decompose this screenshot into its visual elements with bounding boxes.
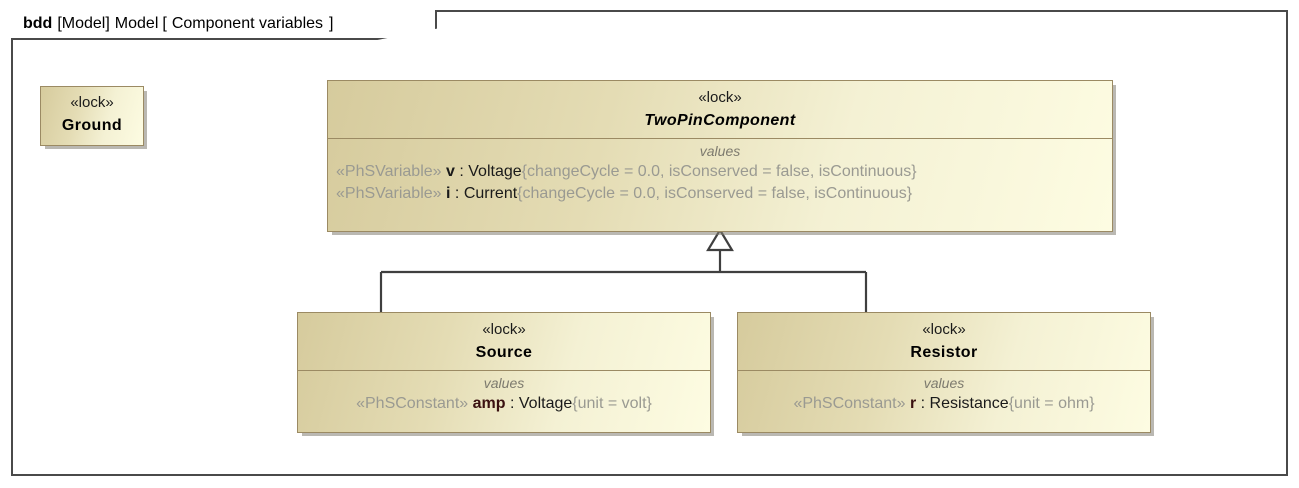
diagram-name-label: Component variables xyxy=(171,15,324,32)
block-resistor-values-label: values xyxy=(923,375,965,391)
property-separator: : xyxy=(454,163,469,180)
block-source-divider xyxy=(298,370,710,371)
block-ground-header: «lock» Ground xyxy=(41,87,143,143)
property-constraint: {changeCycle = 0.0, isConserved = false,… xyxy=(517,185,913,202)
property-type: Current xyxy=(463,185,518,202)
block-ground[interactable]: «lock» Ground xyxy=(40,86,144,146)
property-separator: : xyxy=(450,185,464,202)
block-resistor-name: Resistor xyxy=(910,344,978,361)
property-row[interactable]: «PhSVariable» i : Current{changeCycle = … xyxy=(334,183,1106,205)
block-twopincomponent-header: «lock» TwoPinComponent xyxy=(328,81,1112,138)
block-source[interactable]: «lock» Source values «PhSConstant» amp :… xyxy=(297,312,711,433)
property-constraint: {changeCycle = 0.0, isConserved = false,… xyxy=(521,163,917,180)
block-resistor-header: «lock» Resistor xyxy=(738,313,1150,370)
property-stereotype: «PhSConstant» xyxy=(793,395,906,412)
block-resistor-divider xyxy=(738,370,1150,371)
block-twopincomponent-stereotype: «lock» xyxy=(698,89,742,106)
block-source-values-compartment: values «PhSConstant» amp : Voltage{unit … xyxy=(298,371,710,420)
property-constraint: {unit = ohm} xyxy=(1008,395,1095,412)
diagram-kind-label: bdd xyxy=(23,15,53,32)
block-source-values-label: values xyxy=(483,375,525,391)
property-name: amp xyxy=(472,395,506,412)
property-separator: : xyxy=(916,395,930,412)
property-stereotype: «PhSConstant» xyxy=(356,395,469,412)
property-type: Voltage xyxy=(468,163,522,180)
property-row[interactable]: «PhSVariable» v : Voltage{changeCycle = … xyxy=(334,161,1106,183)
diagram-frame-title-tab[interactable]: bdd [Model] Model [ Component variables … xyxy=(11,10,437,40)
diagram-scope-label: [Model] xyxy=(57,15,110,32)
property-row[interactable]: «PhSConstant» amp : Voltage{unit = volt} xyxy=(304,393,704,415)
block-twopincomponent-divider xyxy=(328,138,1112,139)
property-stereotype: «PhSVariable» xyxy=(336,163,442,180)
property-name: r xyxy=(909,395,917,412)
property-separator: : xyxy=(505,395,519,412)
block-twopincomponent-name: TwoPinComponent xyxy=(644,112,796,129)
block-resistor[interactable]: «lock» Resistor values «PhSConstant» r :… xyxy=(737,312,1151,433)
block-ground-stereotype: «lock» xyxy=(70,94,114,111)
block-source-header: «lock» Source xyxy=(298,313,710,370)
block-twopincomponent-values-compartment: values «PhSVariable» v : Voltage{changeC… xyxy=(328,139,1112,210)
block-twopincomponent-values-label: values xyxy=(699,143,741,159)
property-type: Voltage xyxy=(518,395,573,412)
property-type: Resistance xyxy=(929,395,1009,412)
diagram-model-label: Model xyxy=(114,15,159,32)
property-row[interactable]: «PhSConstant» r : Resistance{unit = ohm} xyxy=(744,393,1144,415)
block-twopincomponent[interactable]: «lock» TwoPinComponent values «PhSVariab… xyxy=(327,80,1113,232)
block-resistor-stereotype: «lock» xyxy=(922,321,966,338)
block-source-name: Source xyxy=(475,344,533,361)
diagram-bracket-close: ] xyxy=(329,15,334,32)
block-source-stereotype: «lock» xyxy=(482,321,526,338)
property-name: v xyxy=(446,163,455,180)
property-stereotype: «PhSVariable» xyxy=(336,185,442,202)
block-ground-name: Ground xyxy=(61,117,123,134)
property-constraint: {unit = volt} xyxy=(572,395,652,412)
diagram-bracket-open: [ xyxy=(162,15,167,32)
block-resistor-values-compartment: values «PhSConstant» r : Resistance{unit… xyxy=(738,371,1150,420)
property-name: i xyxy=(446,185,451,202)
